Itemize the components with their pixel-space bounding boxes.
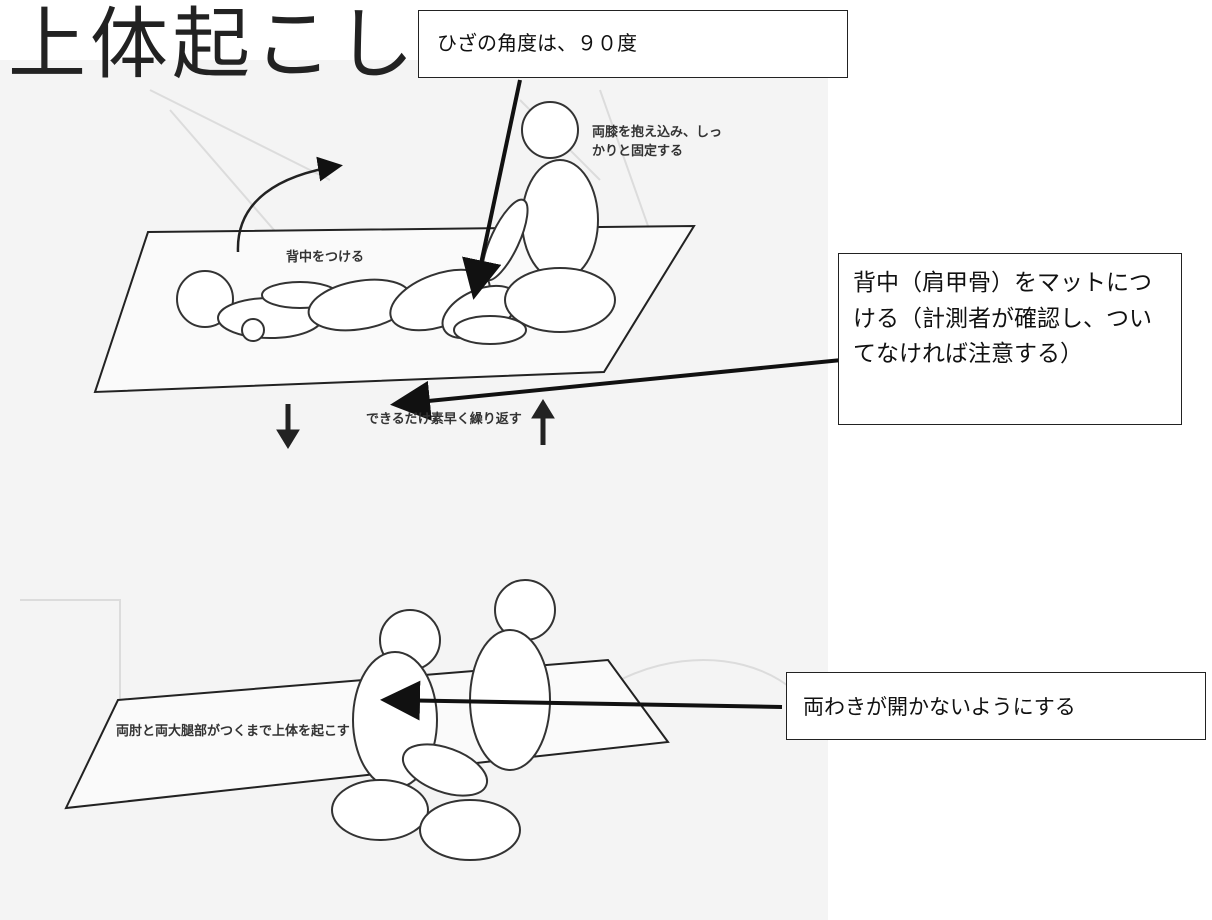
helper-person-figure: [453, 101, 616, 345]
back-down-note: 背中をつける: [286, 250, 365, 265]
hold-knees-note: 両膝を抱え込み、しっかりと固定する: [592, 125, 723, 159]
repeat-arrows: [276, 399, 555, 449]
knee-angle-callout: ひざの角度は、９０度: [418, 10, 848, 78]
repeat-fast-note: できるだけ素早く繰り返す: [366, 412, 522, 427]
back-on-mat-callout: 背中（肩甲骨）をマットにつける（計測者が確認し、ついてなければ注意する）: [838, 253, 1182, 425]
motion-arrow-curve: [236, 156, 343, 253]
arms-closed-callout: 両わきが開かないようにする: [786, 672, 1206, 740]
raise-body-note: 両肘と両大腿部がつくまで上体を起こす: [116, 724, 350, 739]
callout-pointers: [380, 79, 863, 721]
page-title: 上体起こし: [8, 0, 419, 90]
